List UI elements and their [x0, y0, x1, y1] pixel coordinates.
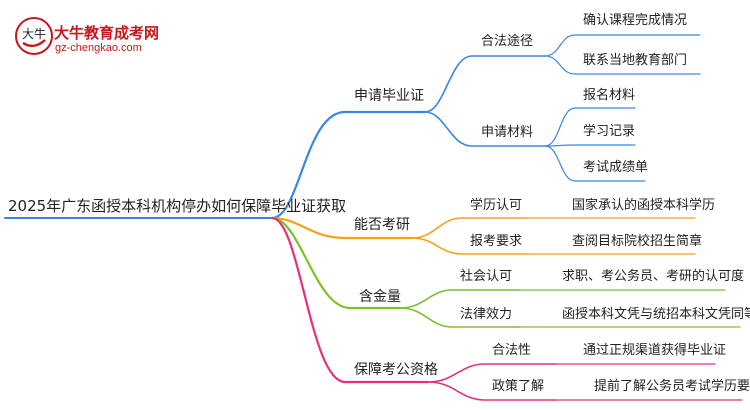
topic-application-requirements: 报考要求 [470, 234, 523, 249]
topic-social-recognition: 社会认可 [460, 269, 513, 284]
edge-value-social [399, 289, 521, 309]
edge-postgrad-requirements [411, 237, 529, 255]
edge-materials-registration [544, 107, 636, 147]
edge-root-civil [270, 216, 430, 384]
edge-materials-records [544, 144, 636, 147]
leaf-education-requirements: 提前了解公务员考试学历要求 [594, 379, 750, 394]
root-topic: 2025年广东函授本科机构停办如何保障毕业证获取 [8, 197, 347, 215]
logo-badge-text: 大牛 [22, 26, 46, 41]
branch-value: 含金量 [359, 289, 401, 305]
edge-legal-confirm [544, 34, 701, 57]
branch-postgraduate-eligibility: 能否考研 [354, 217, 410, 233]
logo-badge-icon: 大牛 [15, 17, 53, 55]
leaf-confirm-course: 确认课程完成情况 [583, 13, 688, 28]
leaf-state-recognized: 国家承认的函授本科学历 [572, 198, 716, 213]
leaf-contact-education-dept: 联系当地教育部门 [583, 53, 688, 68]
branch-civil-service-eligibility: 保障考公资格 [354, 362, 438, 378]
edge-postgrad-recognition [411, 217, 529, 239]
topic-legal-validity: 法律效力 [460, 307, 513, 322]
leaf-exam-transcript: 考试成绩单 [583, 160, 649, 175]
edge-value-legal [399, 307, 521, 328]
edge-apply-materials [424, 111, 546, 147]
branch-apply-certificate: 申请毕业证 [354, 88, 424, 104]
logo-title: 大牛教育成考网 [54, 24, 160, 42]
edge-materials-transcript [544, 145, 646, 182]
topic-legal-route: 合法途径 [481, 34, 534, 49]
edge-root-apply [270, 110, 427, 220]
topic-policy-awareness: 政策了解 [492, 379, 545, 394]
edge-civil-legality [427, 363, 556, 383]
edge-apply-legal [424, 55, 546, 113]
leaf-study-records: 学习记录 [583, 124, 636, 139]
edge-root-postgrad [270, 216, 414, 240]
leaf-recognition-level: 求职、考公务员、考研的认可度 [562, 269, 745, 284]
leaf-check-admission-guide: 查阅目标院校招生简章 [572, 234, 703, 249]
site-logo: 大牛 大牛教育成考网 gz-chengkao.com [14, 14, 164, 60]
edge-civil-policy [427, 381, 556, 401]
leaf-equal-validity: 函授本科文凭与统招本科文凭同等 [562, 307, 750, 322]
topic-application-materials: 申请材料 [481, 125, 534, 140]
topic-legality: 合法性 [492, 343, 532, 358]
edge-root-value [270, 216, 402, 310]
edge-legal-contact [544, 55, 701, 75]
leaf-registration-materials: 报名材料 [583, 88, 636, 103]
topic-degree-recognition: 学历认可 [470, 198, 523, 213]
logo-url: gz-chengkao.com [55, 42, 142, 54]
leaf-official-channel: 通过正规渠道获得毕业证 [583, 343, 727, 358]
